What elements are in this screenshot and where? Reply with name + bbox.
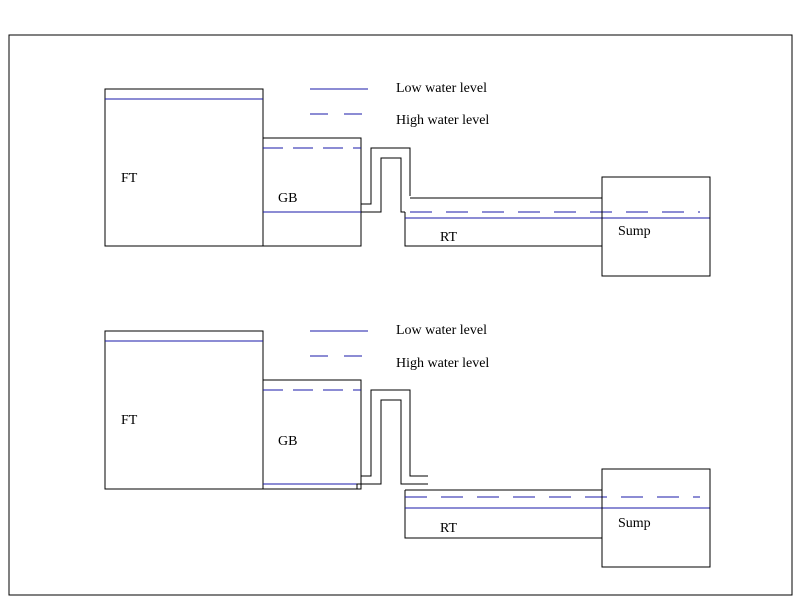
rt-bottom-2: [404, 490, 602, 539]
sump-label-2: Sump: [618, 516, 651, 531]
gb-tank-1: [262, 137, 362, 247]
siphon-outer-1: [361, 147, 411, 205]
sump-label-1: Sump: [618, 224, 651, 239]
sump-tank-2: [601, 468, 711, 568]
ft-label-1: FT: [121, 171, 138, 186]
sump-tank-1: [601, 176, 711, 277]
legend-low-label-2: Low water level: [396, 323, 487, 338]
gb-label-2: GB: [278, 434, 297, 449]
diagram-2: Low water level High water level FT GB R…: [104, 323, 711, 568]
diagram-1: Low water level High water level FT GB R…: [104, 81, 711, 277]
legend-high-label-2: High water level: [396, 356, 489, 371]
ft-tank-2: [104, 330, 264, 490]
legend-low-label-1: Low water level: [396, 81, 487, 96]
outer-frame: [8, 34, 793, 596]
legend-high-label-1: High water level: [396, 113, 489, 128]
gb-label-1: GB: [278, 191, 297, 206]
siphon-outer-2: [361, 389, 428, 477]
siphon-inner-2: [356, 399, 428, 489]
ft-tank-1: [104, 88, 264, 247]
rt-bottom-1: [404, 212, 602, 247]
siphon-inner-1: [361, 157, 405, 213]
gb-tank-2: [262, 379, 362, 490]
rt-label-1: RT: [440, 230, 457, 245]
ft-label-2: FT: [121, 413, 138, 428]
rt-label-2: RT: [440, 521, 457, 536]
